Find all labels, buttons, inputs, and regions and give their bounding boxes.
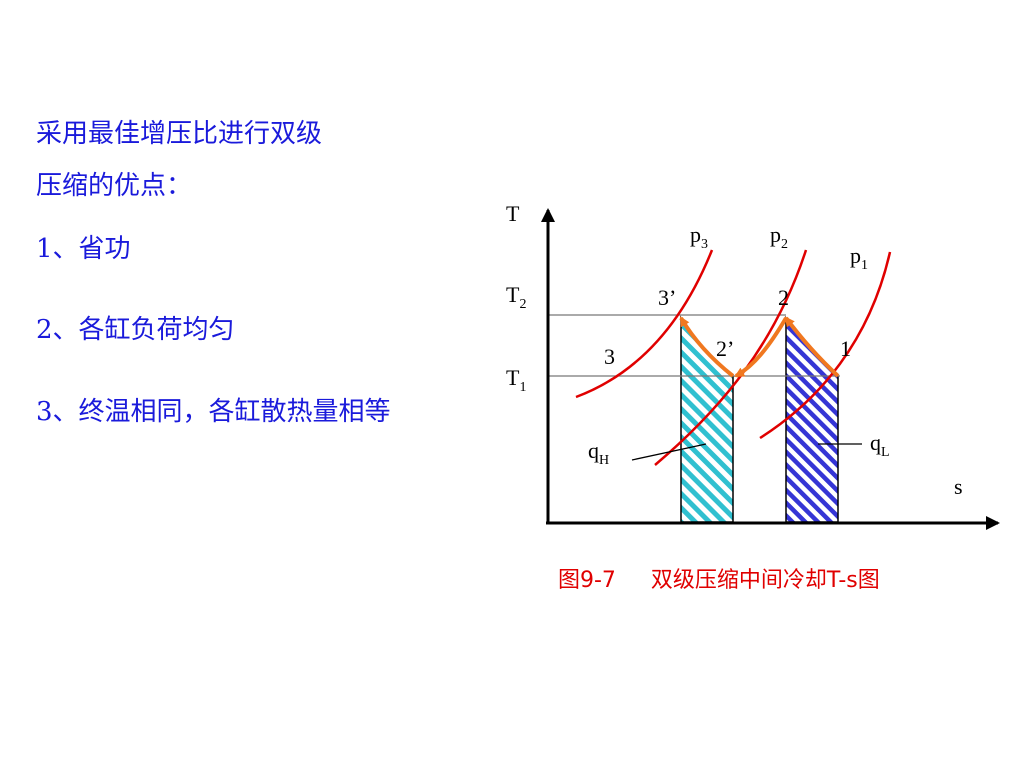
advantage-1: 1、省功 bbox=[36, 234, 131, 264]
advantage-2: 2、各缸负荷均匀 bbox=[36, 315, 235, 345]
advantage-3: 3、终温相同，各缸散热量相等 bbox=[36, 397, 391, 427]
point-3-label: 3 bbox=[604, 344, 615, 369]
qh-leader bbox=[631, 443, 707, 461]
point-3prime-label: 3’ bbox=[658, 285, 676, 310]
x-axis-label: s bbox=[954, 474, 963, 499]
point-2-label: 2 bbox=[778, 285, 789, 310]
p2-label: p2 bbox=[770, 222, 788, 252]
y-axis-label: T bbox=[506, 201, 520, 226]
t2-label: T2 bbox=[506, 282, 526, 312]
isobar-p1 bbox=[759, 251, 892, 440]
heading-line-2: 压缩的优点： bbox=[36, 171, 193, 201]
figure-caption: 图9-7 双级压缩中间冷却T-s图 bbox=[558, 568, 880, 593]
isobar-p3 bbox=[575, 249, 714, 399]
p3-label: p3 bbox=[690, 222, 708, 252]
p1-label: p1 bbox=[850, 243, 868, 273]
point-1-label: 1 bbox=[840, 336, 851, 361]
qh-label: qH bbox=[588, 438, 609, 468]
point-2prime-label: 2’ bbox=[716, 336, 734, 361]
process-2-2prime bbox=[734, 316, 788, 378]
process-2prime-3prime bbox=[679, 316, 735, 378]
process-1-2 bbox=[784, 316, 840, 378]
ql-label: qL bbox=[870, 430, 890, 460]
t1-label: T1 bbox=[506, 365, 526, 395]
heading-line-1: 采用最佳增压比进行双级 bbox=[36, 119, 323, 149]
